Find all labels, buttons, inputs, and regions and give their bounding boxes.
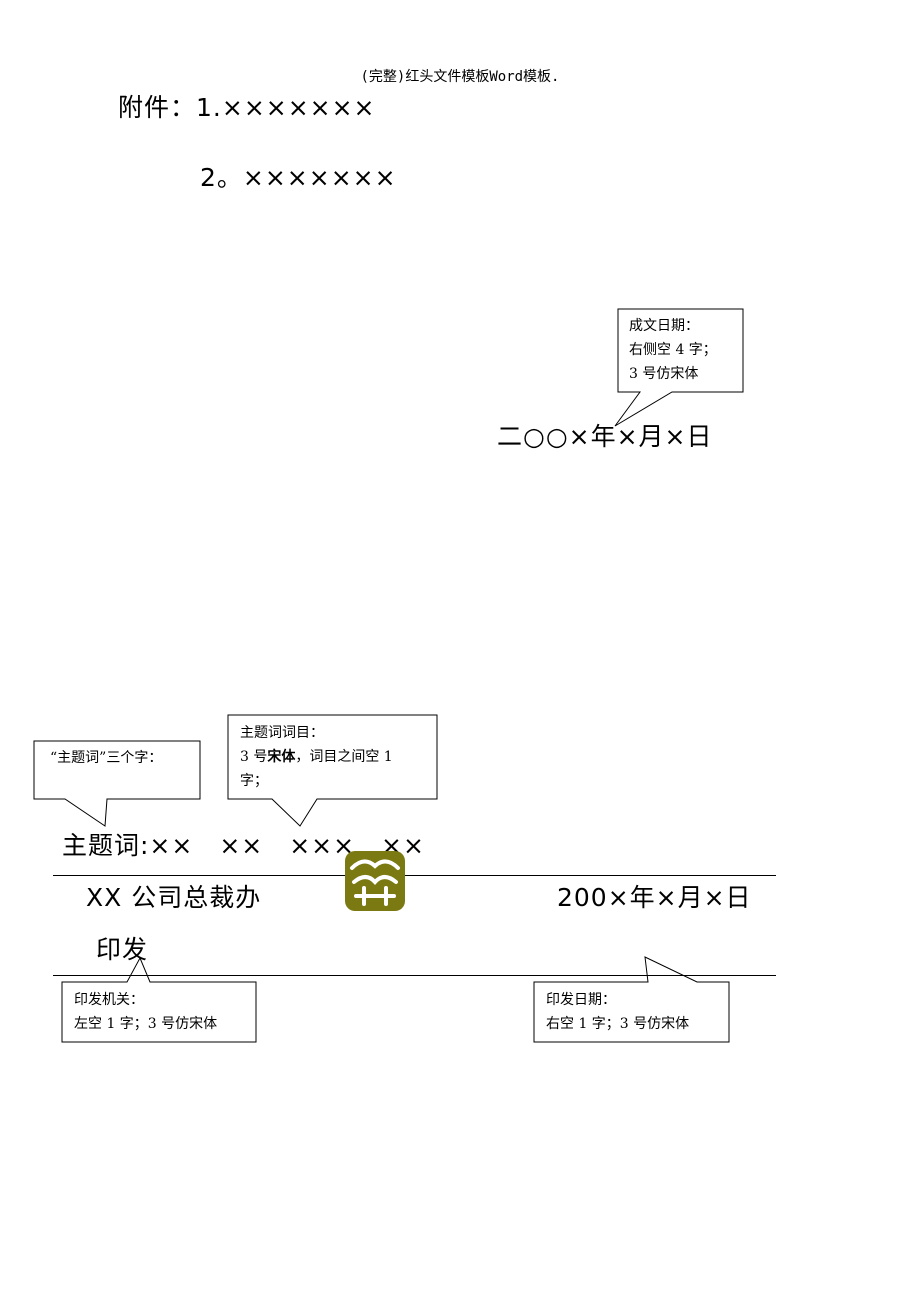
issue-date-callout-text: 印发日期： 右空 1 字；3 号仿宋体 xyxy=(546,988,689,1036)
issuer-callout-box xyxy=(61,956,257,1043)
document-title: (完整)红头文件模板Word模板. xyxy=(360,69,560,85)
top-rule-line xyxy=(53,875,776,876)
issuing-office: XX 公司总裁办 xyxy=(86,883,262,912)
date-callout-line-1: 成文日期： xyxy=(629,318,699,334)
line2-prefix: 3 号 xyxy=(240,749,268,765)
line2-bold: 宋体 xyxy=(267,749,296,765)
issuer-callout-line-2: 左空 1 字；3 号仿宋体 xyxy=(74,1016,218,1032)
keyword-items-callout-line-2: 3 号宋体，词目之间空 1 xyxy=(240,745,430,769)
attachments-label: 附件： xyxy=(118,93,197,122)
keyword-label-callout-box xyxy=(33,740,201,827)
keyword-items-callout-text: 主题词词目： 3 号宋体，词目之间空 1 字； xyxy=(240,721,430,793)
issuer-callout-line-1: 印发机关： xyxy=(74,992,144,1008)
issue-date: 200×年×月×日 xyxy=(557,883,752,912)
keyword-items-callout-line-3: 字； xyxy=(240,773,268,789)
bottom-rule-line xyxy=(53,975,776,976)
date-callout-text: 成文日期： 右侧空 4 字； 3 号仿宋体 xyxy=(629,314,739,386)
issue-date-callout-box xyxy=(533,956,730,1043)
keyword-items-callout-box xyxy=(227,714,438,827)
attachments-line-1: 附件：1.××××××× xyxy=(118,88,376,124)
issuer-callout-text: 印发机关： 左空 1 字；3 号仿宋体 xyxy=(74,988,217,1036)
issue-date-callout-line-1: 印发日期： xyxy=(546,992,616,1008)
keyword-label-callout-text: “主题词”三个字： xyxy=(50,750,163,766)
date-callout-line-2: 右侧空 4 字； xyxy=(629,342,717,358)
date-callout-line-3: 3 号仿宋体 xyxy=(629,366,699,382)
document-date: 二○○×年×月×日 xyxy=(497,422,713,451)
issue-word: 印发 xyxy=(96,935,149,964)
keyword-items-callout-line-1: 主题词词目： xyxy=(240,725,324,741)
issue-date-callout-line-2: 右空 1 字；3 号仿宋体 xyxy=(546,1016,690,1032)
seal-stamp-icon xyxy=(345,851,405,911)
line2-suffix: ，词目之间空 1 xyxy=(295,749,393,765)
attachment-item-2: 2。××××××× xyxy=(200,163,397,192)
date-callout-box xyxy=(614,308,744,427)
attachment-item-1: 1.××××××× xyxy=(196,93,376,122)
